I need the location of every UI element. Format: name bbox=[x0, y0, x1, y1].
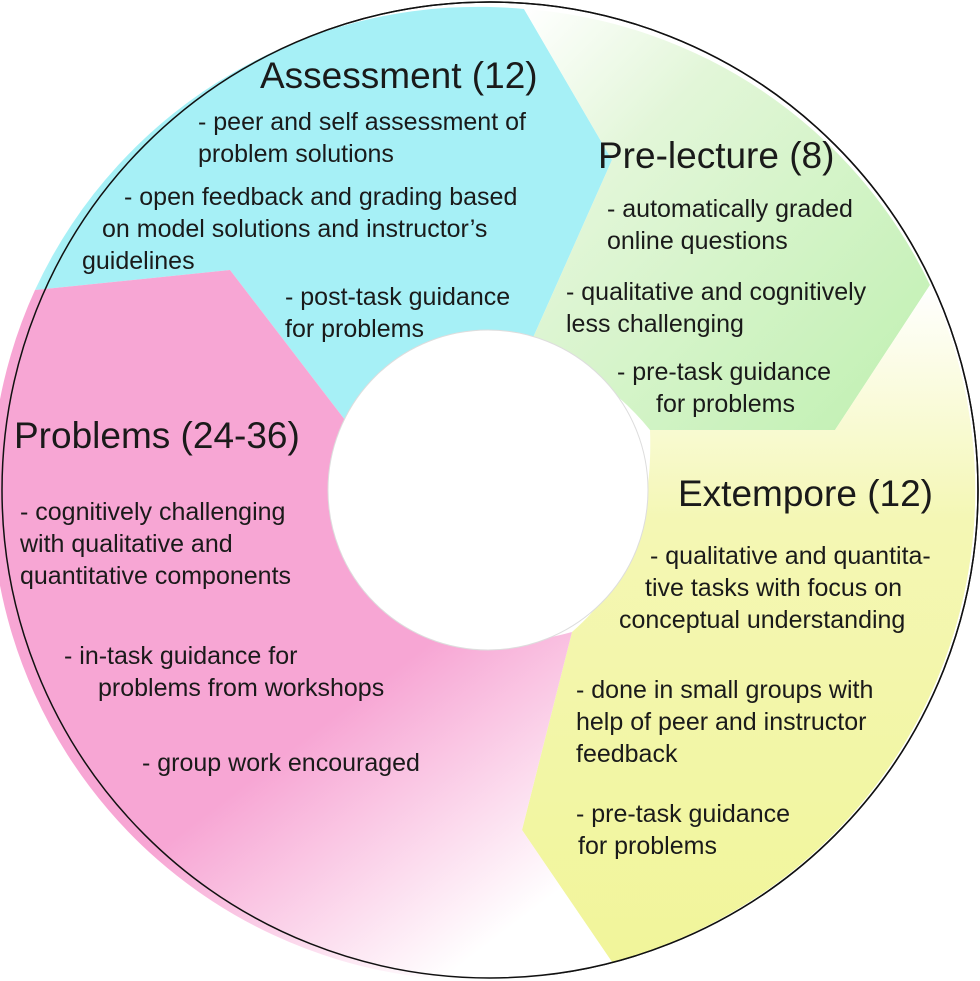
problems-item-3: - group work encouraged bbox=[142, 749, 420, 777]
assessment-item-3: - post-task guidance for problems bbox=[285, 283, 517, 343]
problems-title: Problems (24-36) bbox=[14, 415, 300, 456]
problems-segment bbox=[0, 270, 612, 981]
extempore-item-1: - qualitative and quantita- tive tasks w… bbox=[619, 542, 938, 634]
prelecture-item-1: - automatically graded online questions bbox=[607, 195, 860, 255]
extempore-item-3: - pre-task guidance for problems bbox=[576, 800, 797, 860]
prelecture-title: Pre-lecture (8) bbox=[598, 135, 834, 176]
prelecture-item-3: - pre-task guidance for problems bbox=[617, 358, 838, 418]
assessment-item-1: - peer and self assessment of problem so… bbox=[198, 108, 533, 168]
assessment-item-2: - open feedback and grading based on mod… bbox=[82, 183, 524, 275]
assessment-segment bbox=[35, 6, 612, 420]
prelecture-item-2: - qualitative and cognitively less chall… bbox=[566, 278, 873, 338]
extempore-title: Extempore (12) bbox=[678, 473, 933, 514]
problems-item-2: - in-task guidance for problems from wor… bbox=[64, 642, 384, 702]
problems-item-1: - cognitively challenging with qualitati… bbox=[19, 498, 292, 590]
prelecture-segment bbox=[524, 9, 930, 430]
assessment-title: Assessment (12) bbox=[260, 55, 538, 96]
extempore-segment bbox=[522, 285, 976, 962]
center-hole bbox=[327, 329, 649, 651]
extempore-item-2: - done in small groups with help of peer… bbox=[576, 676, 880, 768]
